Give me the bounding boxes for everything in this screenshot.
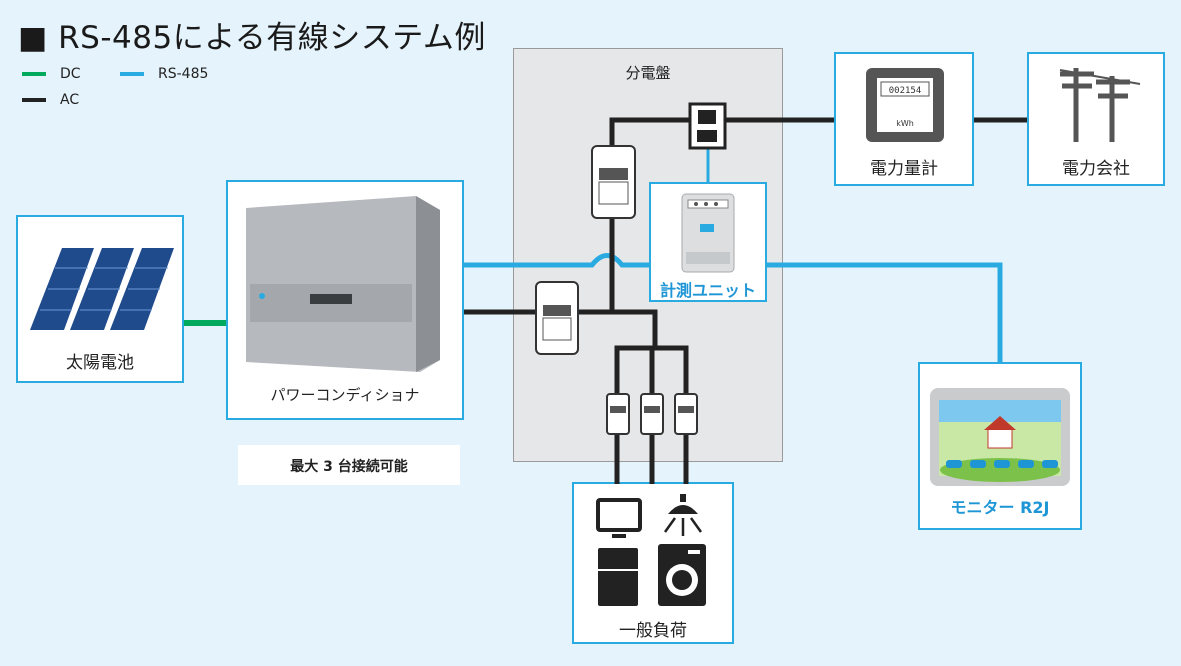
meter-label: 電力量計 xyxy=(870,159,938,179)
rs485-wire-unit-monitor xyxy=(767,262,1003,362)
dc-swatch xyxy=(22,72,46,76)
loads-label: 一般負荷 xyxy=(619,621,687,641)
breaker-pcs xyxy=(535,281,579,355)
legend-label-rs485: RS-485 xyxy=(158,66,209,82)
ac-wire-pcs xyxy=(464,309,658,348)
meter-reading: 002154 xyxy=(889,86,922,96)
breaker-main xyxy=(591,145,636,219)
measurement-unit-icon xyxy=(681,193,735,273)
solar-label: 太陽電池 xyxy=(66,353,134,373)
utility-box xyxy=(1027,52,1165,186)
measure-unit-label: 計測ユニット xyxy=(659,281,756,300)
rs485-swatch xyxy=(120,72,144,76)
tv-icon xyxy=(596,498,642,538)
ceiling-light-icon xyxy=(663,494,703,536)
monitor-label: モニター R2J xyxy=(950,498,1050,517)
page-title: ■ RS-485による有線システム例 xyxy=(18,20,486,56)
legend-item-ac: AC xyxy=(22,92,79,108)
current-transformer xyxy=(688,102,727,150)
meter-icon xyxy=(866,68,944,142)
utility-label: 電力会社 xyxy=(1062,159,1130,179)
power-conditioner-icon xyxy=(246,196,440,372)
branch-breakers xyxy=(606,393,698,435)
meter-unit: kWh xyxy=(896,119,914,128)
utility-pole-icon xyxy=(1059,68,1141,142)
pcs-label: パワーコンディショナ xyxy=(270,386,420,404)
legend-item-dc: DC xyxy=(22,66,81,82)
max-note-box xyxy=(238,445,460,485)
panel-label: 分電盤 xyxy=(625,64,671,82)
legend-label-ac: AC xyxy=(60,92,80,108)
fridge-icon xyxy=(598,548,638,606)
monitor-icon xyxy=(930,388,1070,486)
max-note: 最大 3 台接続可能 xyxy=(290,459,408,475)
legend-label-dc: DC xyxy=(60,66,81,82)
washing-machine-icon xyxy=(658,544,706,606)
ac-wire-main xyxy=(609,117,834,312)
rs485-wire-pcs-unit xyxy=(464,253,649,268)
solar-panel-icon xyxy=(30,248,174,330)
ac-swatch xyxy=(22,98,46,102)
legend-item-rs485: RS-485 xyxy=(120,66,208,82)
